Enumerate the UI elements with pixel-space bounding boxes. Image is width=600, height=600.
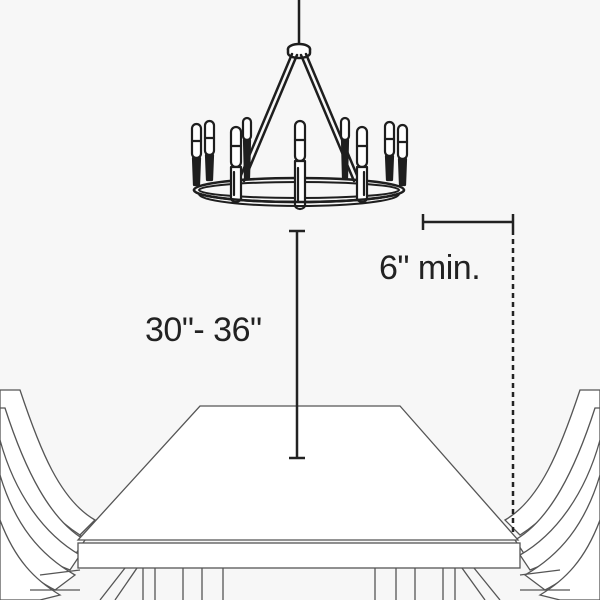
table-top: [76, 405, 520, 541]
hanging-height-label: 30"- 36": [145, 311, 262, 349]
dining-table: [76, 405, 521, 600]
height-dimension-line: [289, 229, 305, 460]
candles-front: [190, 119, 409, 211]
chairs-left: [0, 389, 101, 600]
side-clearance-label: 6" min.: [379, 249, 481, 287]
chandelier-arms: [237, 52, 361, 183]
table-edge: [77, 542, 521, 569]
clearance-dimension-line: [421, 214, 515, 532]
chandelier: [190, 0, 409, 211]
